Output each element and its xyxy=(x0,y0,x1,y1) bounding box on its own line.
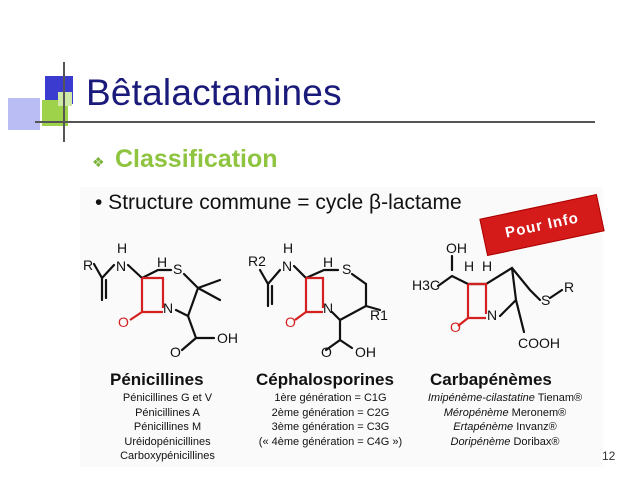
list-item: Pénicillines A xyxy=(135,406,200,419)
atom-label: O xyxy=(450,319,461,335)
atom-label: N xyxy=(282,258,292,274)
atom-label: OH xyxy=(217,330,238,346)
atom-label: O xyxy=(118,314,129,330)
corner-square-light-green xyxy=(58,92,72,106)
atom-label: N xyxy=(116,258,126,274)
page-number: 12 xyxy=(602,449,616,463)
atom-label: N xyxy=(163,300,173,316)
brand-name: Tienam® xyxy=(537,392,583,404)
penicillins-list: Pénicillines G et V Pénicillines A Pénic… xyxy=(95,391,240,464)
atom-label: O xyxy=(170,344,181,360)
penicillin-structure: H R N H S O N O OH xyxy=(83,240,238,360)
list-item: Imipénème-cilastatine Tienam® xyxy=(410,391,600,406)
atom-label: N xyxy=(323,300,333,316)
structure-bullet: • Structure commune = cycle β-lactame xyxy=(95,191,462,214)
list-item: Carboxypénicillines xyxy=(120,450,215,462)
atom-label: H xyxy=(482,258,492,274)
list-item: Doripénème Doribax® xyxy=(410,435,600,450)
atom-label: R1 xyxy=(370,307,388,323)
atom-label: H xyxy=(323,254,333,270)
list-item: 2ème génération = C2G xyxy=(271,406,390,419)
brand-name: Doribax® xyxy=(513,435,560,448)
atom-label: H xyxy=(157,254,167,270)
atom-label: R xyxy=(564,279,574,295)
penicillins-title: Pénicillines xyxy=(110,370,204,389)
atom-label: COOH xyxy=(518,335,560,351)
carbapenem-structure: OH H3C H H S R O N COOH xyxy=(412,240,574,351)
beta-lactam-structures: H R N H S O N O OH R2 H N H S O N R1 O O… xyxy=(83,240,574,360)
atom-label: H3C xyxy=(412,277,440,293)
molecule-name: Imipénème-cilastatine xyxy=(427,392,535,404)
atom-label: N xyxy=(487,307,497,323)
molecule-name: Méropénème xyxy=(443,406,509,419)
molecule-name: Doripénème xyxy=(450,435,511,448)
carbapenems-title: Carbapénèmes xyxy=(430,370,552,389)
brand-name: Meronem® xyxy=(511,406,567,419)
brand-name: Invanz® xyxy=(516,421,557,433)
corner-square-light-blue xyxy=(8,98,40,130)
atom-label: S xyxy=(342,261,351,277)
horizontal-rule xyxy=(35,121,595,123)
section-heading: Classification xyxy=(115,145,278,173)
atom-label: S xyxy=(173,261,182,277)
cephalosporins-list: 1ère génération = C1G 2ème génération = … xyxy=(238,391,423,449)
list-item: Pénicillines M xyxy=(133,421,202,433)
atom-label: O xyxy=(285,314,296,330)
atom-label: OH xyxy=(446,240,467,256)
atom-label: H xyxy=(117,240,127,256)
diamond-bullet-icon: ❖ xyxy=(92,154,105,170)
list-item: (« 4ème génération = C4G ») xyxy=(258,435,403,448)
slide-title: Bêtalactamines xyxy=(86,72,342,113)
list-item: Pénicillines G et V xyxy=(122,392,213,404)
atom-label: OH xyxy=(355,344,376,360)
atom-label: R2 xyxy=(248,253,266,269)
atom-label: H xyxy=(283,240,293,256)
list-item: Ertapénème Invanz® xyxy=(410,420,600,435)
cephalosporins-title: Céphalosporines xyxy=(256,370,394,389)
atom-label: R xyxy=(83,257,93,273)
list-item: 1ère génération = C1G xyxy=(274,392,387,404)
cephalosporin-structure: R2 H N H S O N R1 O OH xyxy=(248,240,388,360)
list-item: Uréidopénicillines xyxy=(124,435,211,448)
molecule-name: Ertapénème xyxy=(453,421,514,433)
list-item: 3ème génération = C3G xyxy=(271,421,390,433)
vertical-rule xyxy=(63,62,65,142)
atom-label: O xyxy=(321,344,332,360)
atom-label: S xyxy=(541,292,550,308)
carbapenems-list: Imipénème-cilastatine Tienam® Méropénème… xyxy=(410,391,600,449)
list-item: Méropénème Meronem® xyxy=(410,406,600,421)
atom-label: H xyxy=(464,258,474,274)
